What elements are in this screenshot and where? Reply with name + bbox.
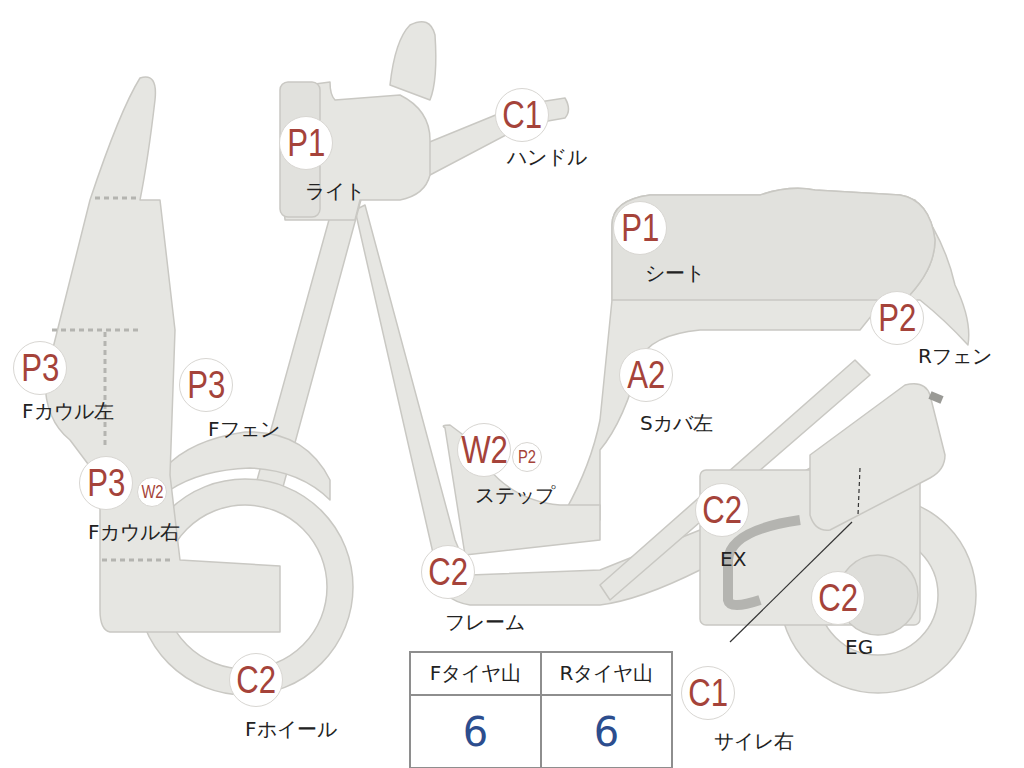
part-name: EG xyxy=(845,636,873,658)
condition-code: C2 xyxy=(818,579,858,617)
condition-code: P3 xyxy=(187,366,225,404)
part-name: Fホイール xyxy=(245,718,337,740)
condition-callout: C2EG xyxy=(811,571,865,625)
condition-callout: P3Fカウル左 xyxy=(13,341,67,395)
tire-table xyxy=(410,652,672,768)
condition-code: W2 xyxy=(461,431,508,469)
condition-code: P1 xyxy=(621,209,659,247)
callout-circle: P1 xyxy=(279,116,333,170)
callout-circle: C1 xyxy=(495,88,549,142)
table-value: 6 xyxy=(411,696,540,767)
condition-code: P3 xyxy=(87,464,125,502)
callout-circle: C2 xyxy=(229,653,283,707)
condition-callout: P1シート xyxy=(613,201,667,255)
condition-code: P2 xyxy=(518,448,536,466)
callout-circle: P1 xyxy=(613,201,667,255)
condition-code: C2 xyxy=(428,553,468,591)
condition-code: C2 xyxy=(702,491,742,529)
condition-callout: C2フレーム xyxy=(421,545,475,599)
condition-code: P3 xyxy=(21,349,59,387)
table-header: Rタイヤ山 xyxy=(542,653,671,694)
condition-callout: P2 xyxy=(512,442,542,472)
condition-callout: W2ステップ xyxy=(457,423,511,477)
callout-circle: C1 xyxy=(681,666,735,720)
condition-callout: C2EX xyxy=(695,483,749,537)
condition-callout: W2 xyxy=(137,477,167,507)
callout-circle: A2 xyxy=(619,348,673,402)
part-name: ステップ xyxy=(475,484,555,506)
condition-callout: P3Fカウル右 xyxy=(79,456,133,510)
condition-callout: P1ライト xyxy=(279,116,333,170)
condition-callout: C1サイレ右 xyxy=(681,666,735,720)
condition-code: C1 xyxy=(688,674,728,712)
condition-code: A2 xyxy=(627,356,665,394)
callout-circle: P3 xyxy=(79,456,133,510)
condition-code: P2 xyxy=(878,299,916,337)
part-name: サイレ右 xyxy=(714,730,794,752)
callout-circle: P3 xyxy=(13,341,67,395)
callout-circle: P3 xyxy=(179,358,233,412)
condition-code: C1 xyxy=(502,96,542,134)
condition-callout: C2Fホイール xyxy=(229,653,283,707)
callout-circle: W2 xyxy=(457,423,511,477)
part-name: ハンドル xyxy=(507,146,587,168)
part-name: Fカウル左 xyxy=(22,400,114,422)
callout-circle: C2 xyxy=(695,483,749,537)
part-name: シート xyxy=(645,262,705,284)
condition-callout: P2Rフェン xyxy=(870,291,924,345)
table-header: Fタイヤ山 xyxy=(411,653,540,694)
callout-circle: C2 xyxy=(811,571,865,625)
callout-circle: W2 xyxy=(137,477,167,507)
condition-code: W2 xyxy=(141,483,163,501)
part-name: Fカウル右 xyxy=(88,521,180,543)
condition-code: C2 xyxy=(236,661,276,699)
condition-callout: A2Sカバ左 xyxy=(619,348,673,402)
part-name: Fフェン xyxy=(208,418,280,440)
condition-callout: C1ハンドル xyxy=(495,88,549,142)
condition-callout: P3Fフェン xyxy=(179,358,233,412)
table-value: 6 xyxy=(542,696,671,767)
part-name: フレーム xyxy=(445,611,525,633)
callout-circle: C2 xyxy=(421,545,475,599)
callout-circle: P2 xyxy=(512,442,542,472)
condition-code: P1 xyxy=(287,124,325,162)
part-name: EX xyxy=(720,548,746,570)
part-name: Sカバ左 xyxy=(640,412,713,434)
callout-circle: P2 xyxy=(870,291,924,345)
part-name: ライト xyxy=(305,180,365,202)
part-name: Rフェン xyxy=(918,345,992,367)
